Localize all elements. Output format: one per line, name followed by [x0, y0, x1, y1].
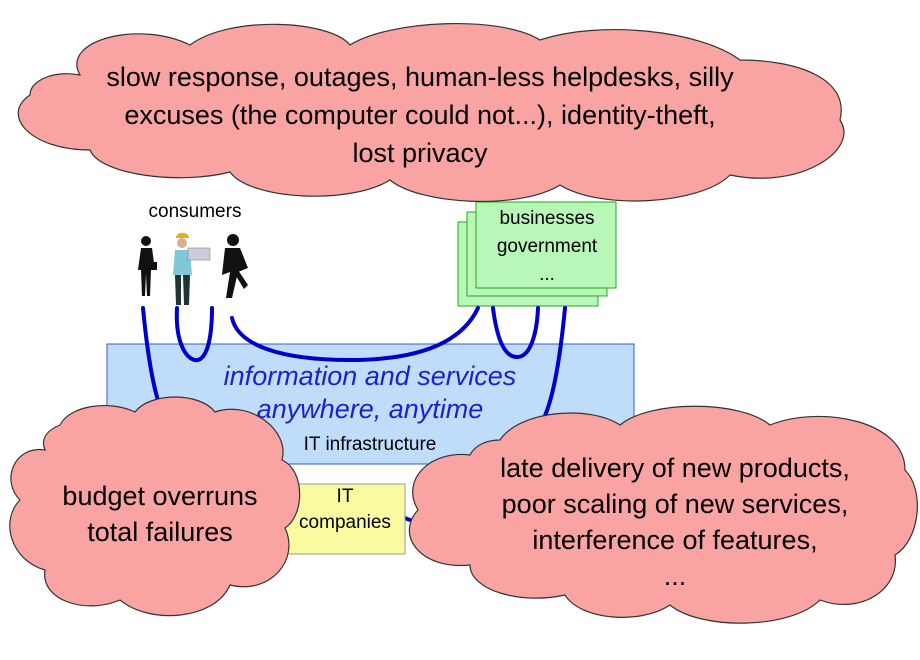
connector-business-down [541, 306, 567, 422]
left-cloud-line: total failures [87, 517, 233, 547]
right-cloud [408, 405, 918, 624]
businesses-line: government [496, 236, 598, 257]
businesswoman-icon [138, 236, 157, 296]
top-cloud [17, 22, 845, 202]
businessman-sitting-icon [222, 234, 248, 298]
businesses-text: businesses government ... [478, 205, 616, 289]
top-cloud-text: slow response, outages, human-less helpd… [40, 58, 800, 172]
connector-consumer-2-loop [174, 306, 214, 363]
right-cloud-line: ... [663, 561, 687, 591]
connector-business-loop [491, 306, 540, 359]
infrastructure-line: information and services [223, 361, 517, 391]
connector-consumer-business [230, 306, 480, 363]
infrastructure-main-text: information and services anywhere, anyti… [110, 360, 630, 426]
left-cloud [9, 396, 301, 617]
it-infrastructure-label: IT infrastructure [303, 434, 437, 455]
infrastructure-line: anywhere, anytime [256, 394, 484, 424]
right-cloud-text: late delivery of new products, poor scal… [440, 450, 910, 594]
top-cloud-line: lost privacy [352, 138, 488, 168]
top-cloud-line: excuses (the computer could not...), ide… [124, 100, 716, 130]
businesses-box-front [475, 201, 617, 289]
it-companies-text: IT companies [284, 484, 406, 536]
businesses-line: businesses [499, 208, 595, 229]
top-cloud-line: slow response, outages, human-less helpd… [106, 62, 734, 92]
worker-with-hardhat-icon [173, 232, 211, 305]
right-cloud-line: interference of features, [532, 525, 818, 555]
left-cloud-text: budget overruns total failures [20, 478, 300, 550]
left-cloud-line: budget overruns [62, 481, 258, 511]
businesses-line: ... [539, 264, 555, 285]
consumers-label: consumers [148, 201, 242, 222]
right-cloud-line: late delivery of new products, [500, 453, 850, 483]
it-companies-line: companies [299, 512, 391, 533]
it-companies-line: IT [336, 486, 354, 507]
right-cloud-line: poor scaling of new services, [501, 489, 849, 519]
it-companies-box [282, 483, 406, 555]
